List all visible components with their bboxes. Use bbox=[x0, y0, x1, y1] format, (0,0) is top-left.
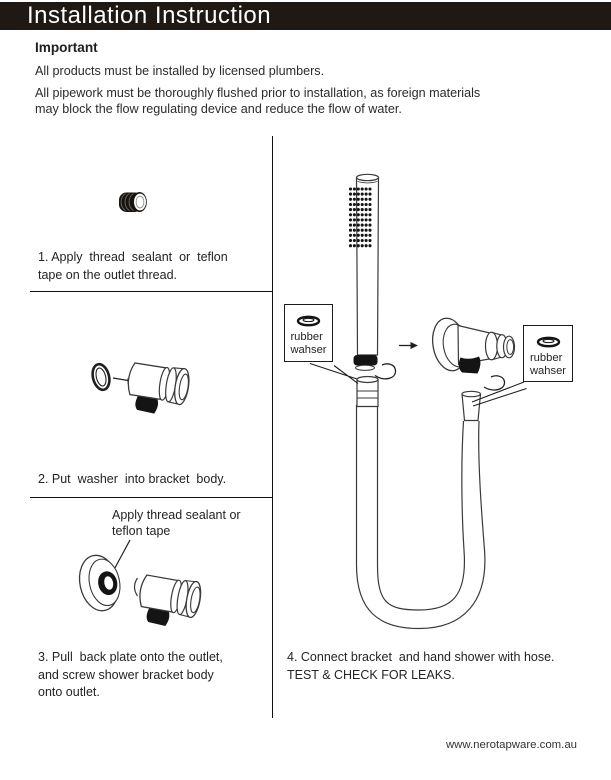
rubber-washer-icon bbox=[536, 336, 560, 348]
rubber-washer-label: rubber wahser bbox=[290, 331, 327, 356]
step2-separator bbox=[30, 497, 272, 498]
hose-illustration bbox=[355, 405, 486, 630]
page-title: Installation Instruction bbox=[27, 2, 272, 29]
washer-leader-lines-right bbox=[471, 381, 527, 407]
back-plate-illustration bbox=[78, 554, 121, 612]
hose-end-fitting bbox=[461, 390, 482, 422]
footer-website: www.nerotapware.com.au bbox=[445, 739, 577, 751]
step3-note: Apply thread sealant or teflon tape bbox=[112, 508, 241, 538]
bracket-body-illustration-2 bbox=[139, 574, 202, 627]
step1-text: 1. Apply thread sealant or teflon tape o… bbox=[38, 250, 228, 282]
rubber-washer-label: rubber wahser bbox=[529, 352, 567, 377]
page-title-bar: Installation Instruction bbox=[0, 2, 611, 30]
fit-arc bbox=[133, 577, 139, 597]
important-heading: Important bbox=[35, 40, 98, 55]
washer-leader-lines-left bbox=[309, 362, 359, 384]
left-column-illustrations bbox=[78, 192, 202, 627]
outlet-adapter-illustration bbox=[119, 192, 147, 212]
bracket-body-illustration bbox=[127, 362, 190, 414]
step4-text: 4. Connect bracket and hand shower with … bbox=[287, 650, 555, 682]
rotate-swirl-icon-right bbox=[483, 375, 506, 391]
hand-shower-illustration bbox=[348, 173, 380, 371]
rotate-swirl-icon-left bbox=[374, 363, 397, 380]
arrow-right-icon bbox=[399, 342, 418, 349]
step3-text: 3. Pull back plate onto the outlet, and … bbox=[38, 650, 223, 700]
step2-text: 2. Put washer into bracket body. bbox=[38, 472, 227, 486]
rubber-washer-callout-left: rubber wahser bbox=[284, 304, 333, 362]
important-para-2: All pipework must be thoroughly flushed … bbox=[35, 86, 481, 116]
hose-nut-illustration bbox=[356, 375, 379, 408]
important-para-1: All products must be installed by licens… bbox=[35, 64, 325, 78]
column-divider bbox=[272, 136, 273, 718]
wall-bracket-illustration bbox=[431, 317, 516, 374]
rubber-washer-callout-right: rubber wahser bbox=[523, 325, 573, 382]
washer-illustration bbox=[91, 362, 111, 392]
rubber-washer-icon bbox=[296, 315, 321, 327]
step4-illustration bbox=[309, 173, 527, 630]
spray-nozzles-icon bbox=[348, 187, 372, 248]
step1-separator bbox=[30, 291, 272, 292]
